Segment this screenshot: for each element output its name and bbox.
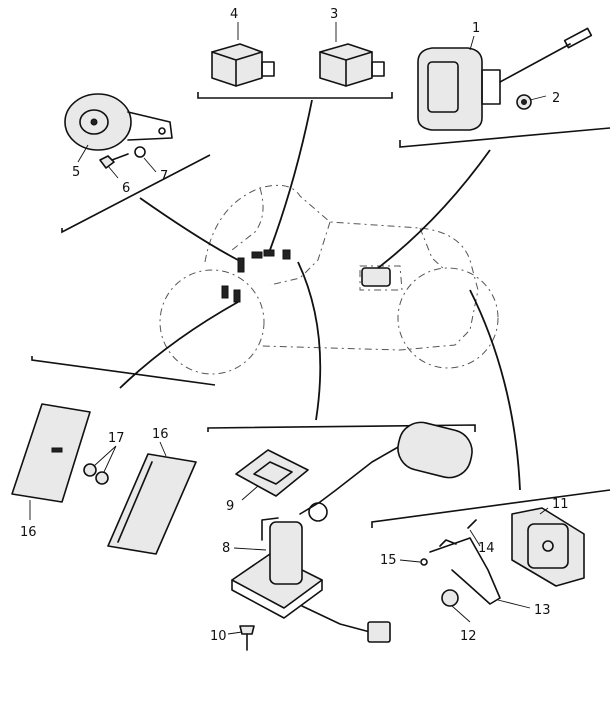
callout-3: 3: [330, 7, 338, 22]
callout-numbers: 4 3 1 2 5 6 7 17 16 16 9 8 10 11 14 15 1…: [20, 7, 569, 644]
callout-4: 4: [230, 7, 238, 22]
callout-1: 1: [472, 21, 480, 36]
starter-relay: [417, 27, 593, 131]
relay-units: [211, 43, 385, 87]
callout-13: 13: [534, 603, 551, 618]
reflectors: [11, 403, 197, 555]
callout-8: 8: [222, 541, 230, 556]
callout-11: 11: [552, 497, 569, 512]
callout-9: 9: [226, 499, 234, 514]
license-light-assembly: [420, 507, 585, 607]
bike-connectors: [221, 249, 391, 303]
callout-12: 12: [460, 629, 477, 644]
callout-7: 7: [160, 169, 168, 184]
callout-16-left: 16: [20, 525, 37, 540]
callout-ticks: [29, 22, 549, 635]
leader-lines: [119, 99, 521, 491]
motorcycle-outline: [159, 184, 499, 375]
callout-10: 10: [210, 629, 227, 644]
callout-15: 15: [380, 553, 397, 568]
group-brackets: [31, 92, 611, 528]
callout-16-right: 16: [152, 427, 169, 442]
callout-2: 2: [552, 91, 560, 106]
callout-14: 14: [478, 541, 495, 556]
horn-assembly: [64, 93, 173, 169]
callout-17: 17: [108, 431, 125, 446]
callout-5: 5: [72, 165, 80, 180]
callout-6: 6: [122, 181, 130, 196]
fuel-sender-assembly: [231, 421, 473, 651]
